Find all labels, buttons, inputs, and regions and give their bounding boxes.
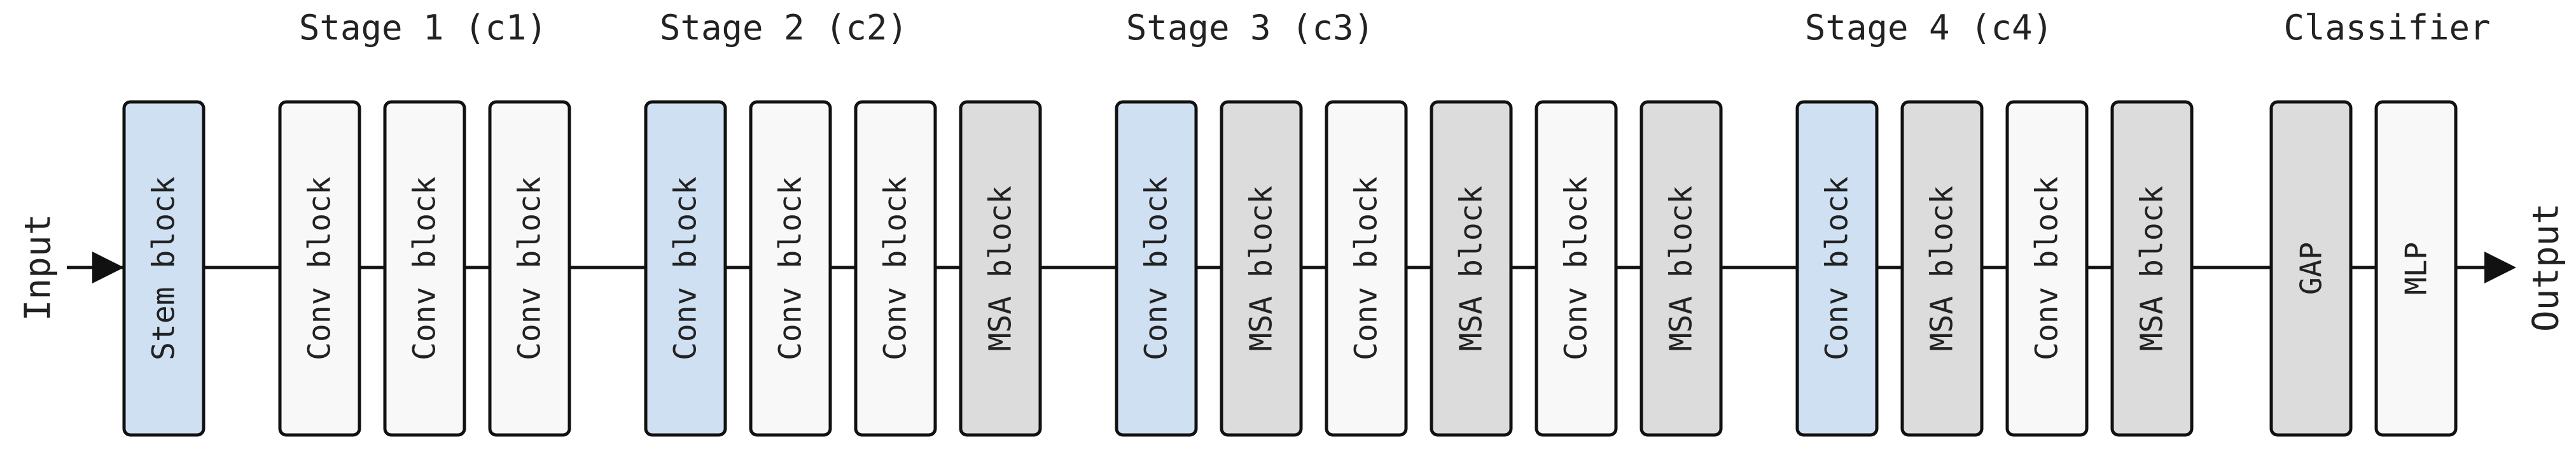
- stage-titles: Stage 1 (c1) Stage 2 (c2) Stage 3 (c3) S…: [299, 8, 2491, 48]
- conv-block-label: Conv block: [302, 176, 338, 360]
- conv-block-label: Conv block: [878, 176, 914, 360]
- gap-box: [2269, 100, 2353, 437]
- conv-block-box: [2005, 100, 2089, 437]
- msa-block: MSA block: [1220, 100, 1303, 437]
- msa-block: MSA block: [2110, 100, 2194, 437]
- stem-block-box: [122, 100, 205, 437]
- conv-block-box: [644, 100, 727, 437]
- msa-block: MSA block: [959, 100, 1042, 437]
- conv-block-label: Conv block: [407, 176, 443, 360]
- conv-block: Conv block: [644, 100, 727, 437]
- msa-block-label: MSA block: [1454, 185, 1489, 351]
- conv-block: Conv block: [278, 100, 361, 437]
- msa-block-label: MSA block: [1925, 185, 1960, 351]
- msa-block-label: MSA block: [983, 185, 1019, 351]
- stem-block-label: Stem block: [146, 176, 182, 360]
- stage-title: Stage 2 (c2): [660, 8, 908, 48]
- msa-block: MSA block: [1640, 100, 1723, 437]
- input-label: Input: [18, 214, 59, 322]
- gap: GAP: [2269, 100, 2353, 437]
- msa-block-label: MSA block: [1664, 185, 1699, 351]
- mlp-label: MLP: [2399, 242, 2433, 295]
- conv-block-box: [854, 100, 937, 437]
- conv-block-label: Conv block: [1559, 176, 1594, 360]
- conv-block: Conv block: [749, 100, 832, 437]
- msa-block-box: [2110, 100, 2194, 437]
- msa-block-box: [1900, 100, 1984, 437]
- conv-block: Conv block: [1795, 100, 1879, 437]
- mlp-box: [2374, 100, 2458, 437]
- msa-block-box: [959, 100, 1042, 437]
- msa-block-label: MSA block: [2134, 185, 2170, 351]
- conv-block-box: [383, 100, 466, 437]
- conv-block: Conv block: [383, 100, 466, 437]
- gap-label: GAP: [2294, 242, 2329, 295]
- conv-block-box: [749, 100, 832, 437]
- msa-block-box: [1220, 100, 1303, 437]
- stem-block: Stem block: [122, 100, 205, 437]
- msa-block: MSA block: [1430, 100, 1513, 437]
- msa-block-label: MSA block: [1244, 185, 1279, 351]
- conv-block-label: Conv block: [1139, 176, 1174, 360]
- conv-block-label: Conv block: [668, 176, 704, 360]
- msa-block: MSA block: [1900, 100, 1984, 437]
- mlp: MLP: [2374, 100, 2458, 437]
- conv-block-label: Conv block: [1820, 176, 1855, 360]
- msa-block-box: [1640, 100, 1723, 437]
- stage-title: Stage 1 (c1): [299, 8, 547, 48]
- conv-block-label: Conv block: [1349, 176, 1384, 360]
- conv-block: Conv block: [1535, 100, 1618, 437]
- blocks: Stem block Conv block Conv block Conv block…: [122, 100, 2458, 437]
- stage-title: Stage 4 (c4): [1805, 8, 2053, 48]
- conv-block-box: [1795, 100, 1879, 437]
- conv-block-box: [1115, 100, 1198, 437]
- conv-block-box: [1325, 100, 1408, 437]
- stage-title: Classifier: [2283, 8, 2490, 48]
- conv-block: Conv block: [854, 100, 937, 437]
- conv-block: Conv block: [2005, 100, 2089, 437]
- stage-title: Stage 3 (c3): [1126, 8, 1374, 48]
- conv-block: Conv block: [488, 100, 571, 437]
- output-label: Output: [2526, 203, 2567, 332]
- conv-block: Conv block: [1325, 100, 1408, 437]
- conv-block-label: Conv block: [512, 176, 548, 360]
- conv-block-label: Conv block: [2029, 176, 2065, 360]
- msa-block-box: [1430, 100, 1513, 437]
- conv-block-box: [1535, 100, 1618, 437]
- conv-block-box: [488, 100, 571, 437]
- conv-block-box: [278, 100, 361, 437]
- conv-block: Conv block: [1115, 100, 1198, 437]
- conv-block-label: Conv block: [773, 176, 809, 360]
